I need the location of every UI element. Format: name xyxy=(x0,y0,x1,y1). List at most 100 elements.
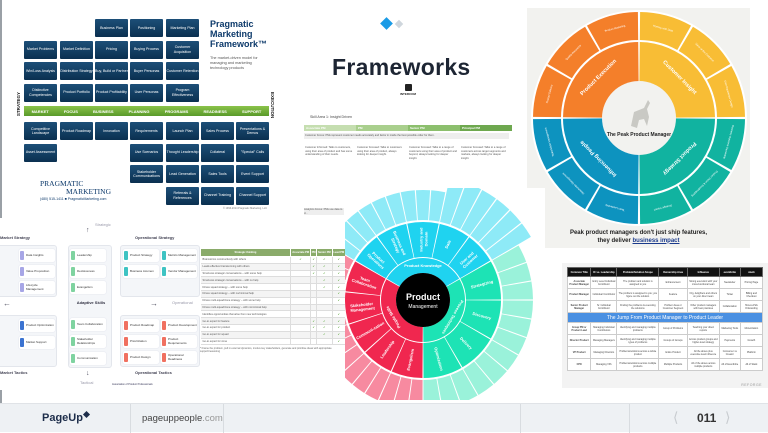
pragmatic-contact: (480) 515-1411 ■ PragmaticMarketing.com xyxy=(40,197,106,201)
operational-tactics-label: Operational Tactics xyxy=(135,370,172,375)
empty-cell xyxy=(290,284,310,291)
skill-header: Principal PM xyxy=(460,125,512,131)
skill-card: Lifecycle Management xyxy=(19,281,55,294)
framework-box: Asset Assessment xyxy=(24,144,57,162)
framework-box: Product Roadmap xyxy=(60,122,93,140)
strategy-label: STRATEGY xyxy=(16,92,21,116)
table-cell: Associate Product Manager xyxy=(568,277,591,289)
table-cell: Identifying and managing multiple proble… xyxy=(617,323,659,335)
framework-box: Buying Process xyxy=(130,41,163,59)
table-cell: Managing VPs xyxy=(591,359,617,371)
table-cell: Managing Managers xyxy=(591,335,617,347)
table-cell: Other product managers with best practic… xyxy=(687,301,719,313)
table-cell: Teaching your direct reports xyxy=(687,323,719,335)
operational-strategy-label: Operational Strategy xyxy=(135,235,174,240)
framework-box: Use Scenarios xyxy=(130,144,163,162)
skill-cell: Leads effective brainstorming with other… xyxy=(201,263,291,270)
peak-pm-caption: Peak product managers don't just ship fe… xyxy=(527,230,750,245)
table-row: Structures strategic conversations – wit… xyxy=(201,270,346,277)
skill-color-bar xyxy=(71,320,75,329)
table-header: Common Title xyxy=(568,268,591,277)
table-cell: Org, delighters and others on your direc… xyxy=(687,289,719,301)
divider xyxy=(130,404,131,433)
table-header: eventbrite xyxy=(719,268,740,277)
table-header: Lead PM xyxy=(332,249,345,257)
table-cell: Collaboration xyxy=(719,301,740,313)
skill-card: Data Insights xyxy=(19,249,55,262)
table-row: Go-to expert for product✔✔✔ xyxy=(201,324,346,331)
framework-box: Channel Training xyxy=(201,187,234,205)
skill-card-label: Product Roadmap xyxy=(130,324,154,327)
framework-box: Product Profitability xyxy=(95,84,128,102)
phase-label: PLANNING xyxy=(129,109,150,114)
chevron-left-icon[interactable]: ⟨ xyxy=(673,409,678,426)
framework-box: Win/Loss Analysis xyxy=(24,62,57,80)
check-icon: ✔ xyxy=(332,331,345,338)
table-cell: Payments xyxy=(719,335,740,347)
logo-line-2: MARKETING xyxy=(40,188,111,196)
table-cell: Feature xyxy=(659,289,687,301)
empty-cell xyxy=(290,263,310,270)
arrow-down-icon: ↓ xyxy=(86,370,90,377)
intercom-logo: INTERCOM xyxy=(400,84,416,96)
check-icon: ✔ xyxy=(332,284,345,291)
table-cell: Sr. Individual Contributor xyxy=(591,301,617,313)
table-cell: Product Manager xyxy=(568,289,591,301)
skill-color-bar xyxy=(124,321,128,330)
skill-card: Vendor Management xyxy=(161,265,197,278)
table-cell: All the above plus executive level influ… xyxy=(687,347,719,359)
check-icon: ✔ xyxy=(316,257,332,264)
divider xyxy=(520,404,521,433)
framework-box: Customer Acquisition xyxy=(166,41,199,59)
framework-box: Sales Tools xyxy=(201,165,234,183)
operational-label: Operational xyxy=(172,300,193,305)
table-note: * Frame the problem, pull in external dy… xyxy=(200,347,346,353)
skill-card-label: Communication xyxy=(77,357,98,360)
skill-card-label: Team Collaboration xyxy=(77,323,103,326)
skill-header: Associate PM xyxy=(304,125,356,131)
table-row: Drives multi-squad/zone strategy – with … xyxy=(201,304,346,311)
skill-cell: Drives multi-squad/zone strategy – with … xyxy=(201,304,291,311)
framework-box: Competitive Landscape xyxy=(24,122,57,140)
skill-card-label: Leadership xyxy=(77,254,92,257)
chevron-right-icon[interactable]: ⟩ xyxy=(725,409,730,426)
skill-color-bar xyxy=(71,251,75,260)
divider xyxy=(223,404,224,433)
empty-cell xyxy=(316,297,332,304)
skill-cell: Structures strategic conversations – wit… xyxy=(201,270,291,277)
check-icon: ✔ xyxy=(332,270,345,277)
band-row: The Jump From Product Manager to Product… xyxy=(568,313,763,323)
tactical-label: Tactical xyxy=(80,380,93,385)
table-cell: Senior Product Manager xyxy=(568,301,591,313)
table-cell: All of Slack xyxy=(740,359,762,371)
framework-box: Launch Plan xyxy=(166,122,199,140)
check-icon: ✔ xyxy=(316,277,332,284)
table-cell: Billing and Checkout xyxy=(740,289,762,301)
skill-card-label: Product Requirements xyxy=(168,338,197,345)
skill-cell: Customer Informed: Talks to customers, u… xyxy=(305,146,353,157)
empty-cell xyxy=(332,304,345,311)
table-cell: Pricing Page xyxy=(740,277,762,289)
arrow-right-icon: → xyxy=(150,299,158,308)
website-link[interactable]: pageuppeople.com xyxy=(142,413,223,424)
skill-header: PM xyxy=(356,125,408,131)
center-title: Product xyxy=(406,292,440,302)
check-icon: ✔ xyxy=(316,270,332,277)
center-card xyxy=(68,245,112,368)
check-icon: ✔ xyxy=(332,263,345,270)
table-cell: VP Product xyxy=(568,347,591,359)
caption-line-1: Peak product managers don't just ship fe… xyxy=(527,230,750,238)
skill-card: Product Development xyxy=(161,319,197,332)
skill-color-bar xyxy=(124,251,128,260)
skill-color-bar xyxy=(162,353,166,362)
skill-color-bar xyxy=(20,338,24,347)
